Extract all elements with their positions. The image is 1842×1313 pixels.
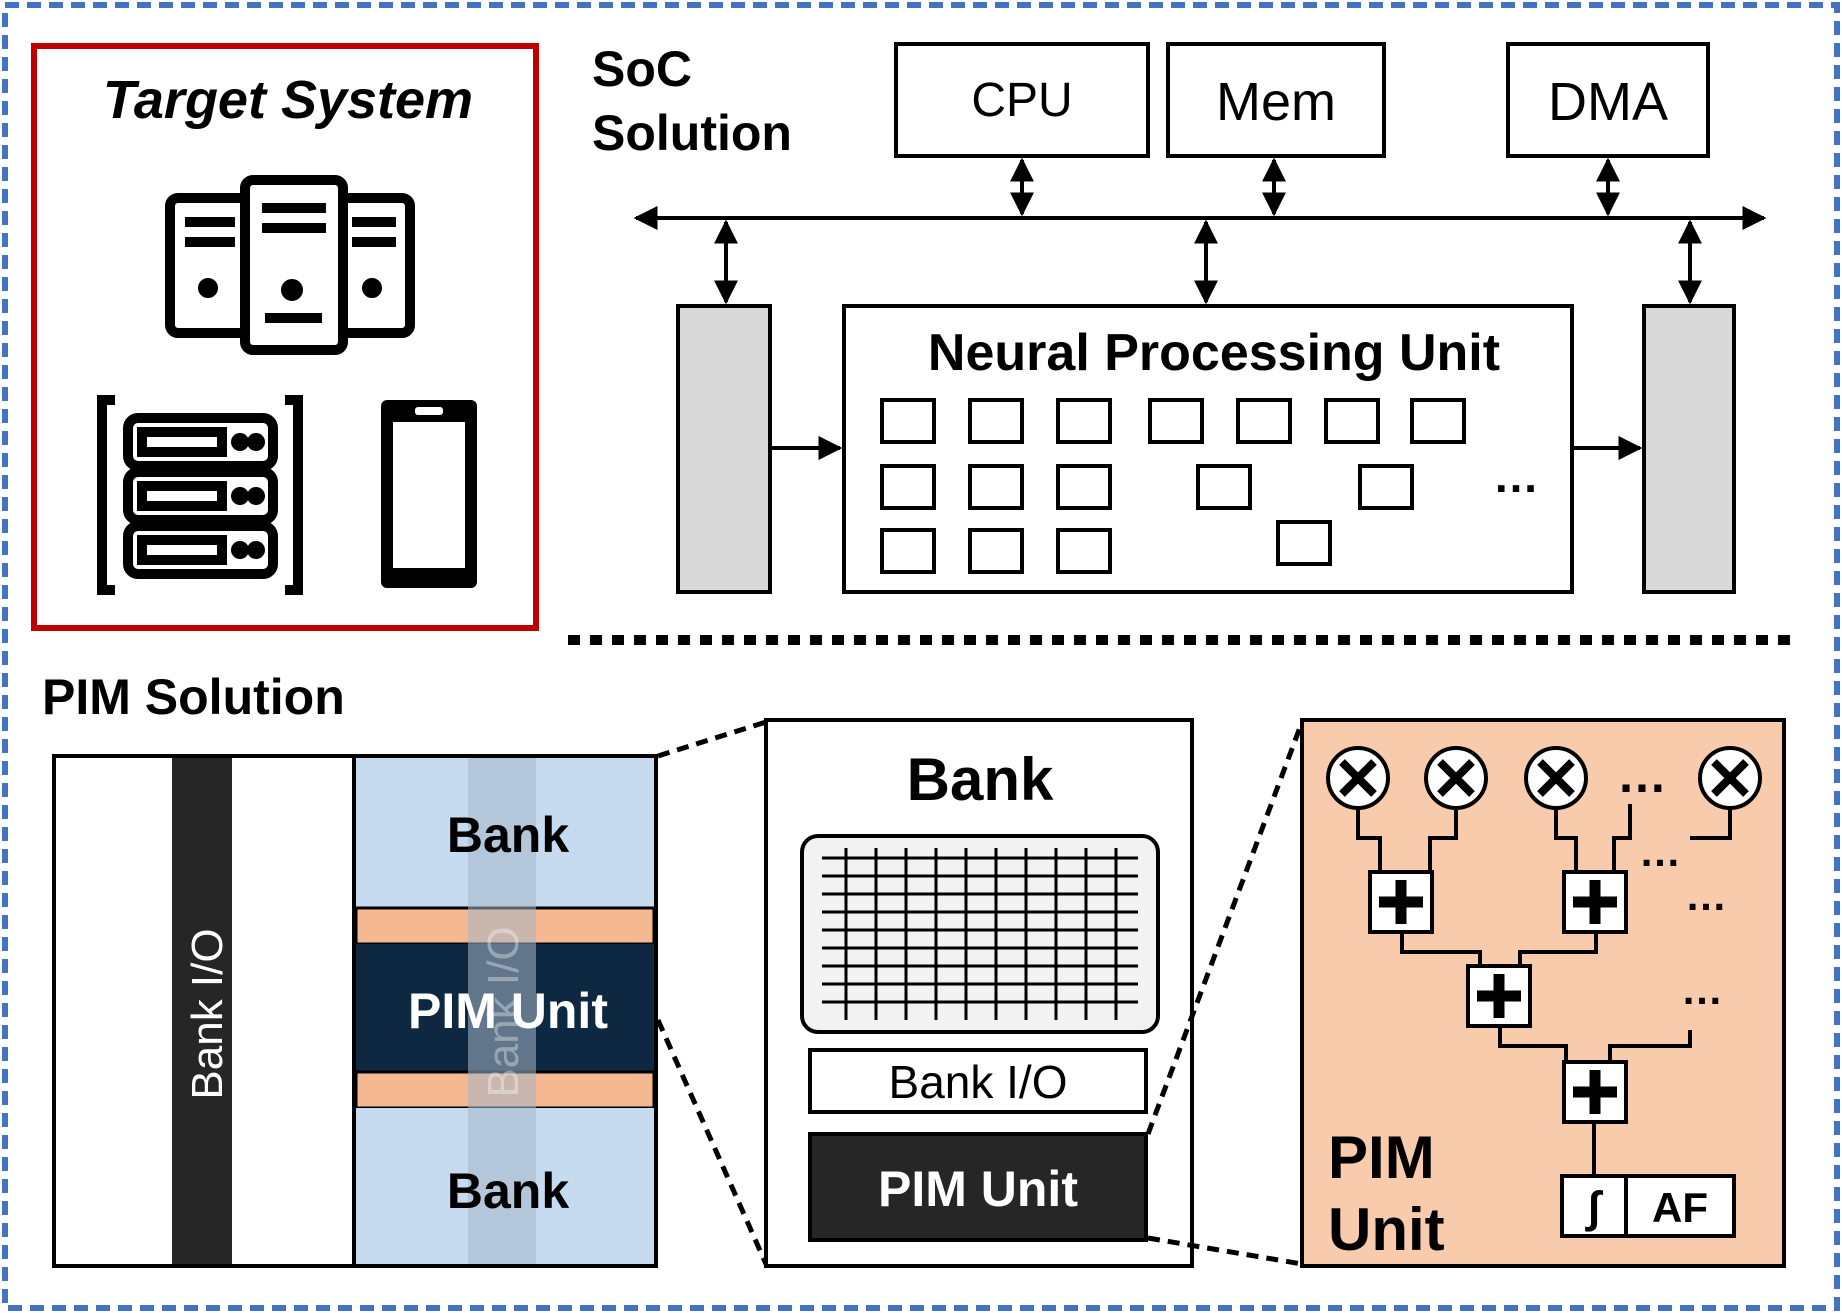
zoom-lines-bank: [655, 719, 769, 1266]
pim-unit-mid-label: PIM Unit: [408, 983, 608, 1039]
pim-solution-panel: PIM Solution Bank I/O Bank I/O Bank PIM …: [42, 669, 1786, 1268]
npu-processing-elements: [880, 398, 1466, 574]
npu-block: Neural Processing Unit …: [842, 304, 1574, 594]
memory-chip: Bank I/O Bank I/O Bank PIM Unit Bank: [52, 754, 658, 1268]
soc-title-line2: Solution: [592, 105, 792, 161]
bank-io-vertical-label: Bank I/O: [183, 928, 232, 1099]
zoom-lines-pim: [1145, 721, 1305, 1267]
bank-bottom-label: Bank: [447, 1163, 569, 1219]
pim-unit-label-line1: PIM: [1328, 1124, 1435, 1191]
multiplier-4: [1698, 746, 1762, 810]
mem-block: Mem: [1166, 42, 1386, 158]
dma-block: DMA: [1506, 42, 1710, 158]
bank-io-faint-label: Bank I/O: [479, 926, 528, 1097]
tree-ellipsis-1: …: [1639, 828, 1681, 875]
server-stack-icon: [97, 395, 303, 595]
tree-ellipsis-3: …: [1681, 966, 1723, 1013]
bank-detail-title: Bank: [907, 746, 1054, 813]
multiplier-1: [1326, 746, 1390, 810]
adder-tree-wires: [1356, 804, 1732, 1176]
cpu-block: CPU: [894, 42, 1150, 158]
npu-output-buffer: [1642, 304, 1736, 594]
tree-ellipsis-2: …: [1685, 872, 1727, 919]
npu-ellipsis: …: [1493, 450, 1539, 502]
bus-connectors: [714, 157, 1702, 305]
multiplier-ellipsis: …: [1617, 747, 1667, 803]
bank-io-faint-strip: [468, 758, 536, 1266]
dma-label: DMA: [1548, 72, 1668, 132]
bank-io-strip: [172, 756, 232, 1266]
memory-cell-grid: [822, 848, 1138, 1020]
pim-unit-box: [808, 1132, 1148, 1242]
pim-unit-detail: … … … … ∫ AF: [1300, 718, 1786, 1268]
bank-io-box: [808, 1048, 1148, 1114]
multiplier-3: [1524, 746, 1588, 810]
bank-top-label: Bank: [447, 807, 569, 863]
af-box: [1624, 1174, 1736, 1238]
multiplier-2: [1424, 746, 1488, 810]
npu-title: Neural Processing Unit: [928, 324, 1500, 382]
smartphone-icon: [381, 400, 477, 588]
pim-unit-label-line2: Unit: [1328, 1196, 1445, 1263]
adder-3: [1466, 964, 1532, 1028]
soc-solution-panel: SoC Solution CPU Mem DMA: [592, 41, 1767, 594]
target-system-title: Target System: [103, 70, 473, 130]
mem-label: Mem: [1216, 72, 1336, 132]
adder-4: [1562, 1060, 1628, 1124]
npu-input-buffer: [676, 304, 772, 594]
cpu-label: CPU: [971, 74, 1072, 127]
pim-title: PIM Solution: [42, 669, 345, 725]
soc-title-line1: SoC: [592, 41, 692, 97]
af-label: AF: [1652, 1184, 1708, 1231]
target-system-panel: Target System: [31, 43, 539, 631]
adder-2: [1562, 870, 1628, 934]
adder-1: [1368, 870, 1434, 934]
bank-io-box-label: Bank I/O: [889, 1056, 1068, 1108]
pim-unit-box-label: PIM Unit: [878, 1161, 1078, 1217]
server-rack-icon: [165, 175, 415, 355]
bank-detail: Bank: [764, 718, 1194, 1268]
integrator-label: ∫: [1585, 1183, 1604, 1232]
